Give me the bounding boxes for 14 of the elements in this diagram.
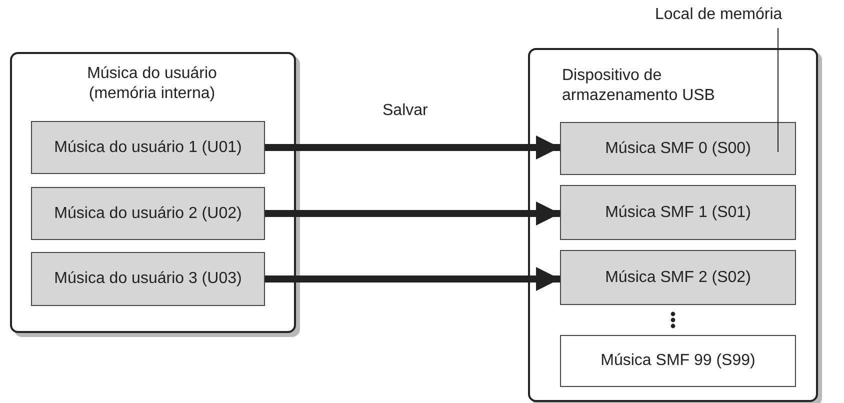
song-box: Música SMF 2 (S02): [560, 250, 796, 305]
song-box: Música do usuário 1 (U01): [31, 121, 265, 174]
song-box: Música SMF 1 (S01): [560, 185, 796, 240]
song-box: Música do usuário 2 (U02): [31, 187, 265, 240]
panel-heading: Dispositivo de armazenamento USB: [562, 66, 716, 106]
arrow: [265, 136, 560, 160]
song-box: Música do usuário 3 (U03): [31, 252, 265, 306]
edge-label: Salvar: [382, 102, 428, 120]
arrow: [265, 202, 560, 226]
song-box: Música SMF 0 (S00): [560, 122, 796, 175]
callout-label: Local de memória: [655, 6, 840, 26]
song-box: Música SMF 99 (S99): [560, 335, 796, 387]
arrow: [265, 267, 560, 291]
panel-heading: Música do usuário (memória interna): [86, 64, 218, 104]
